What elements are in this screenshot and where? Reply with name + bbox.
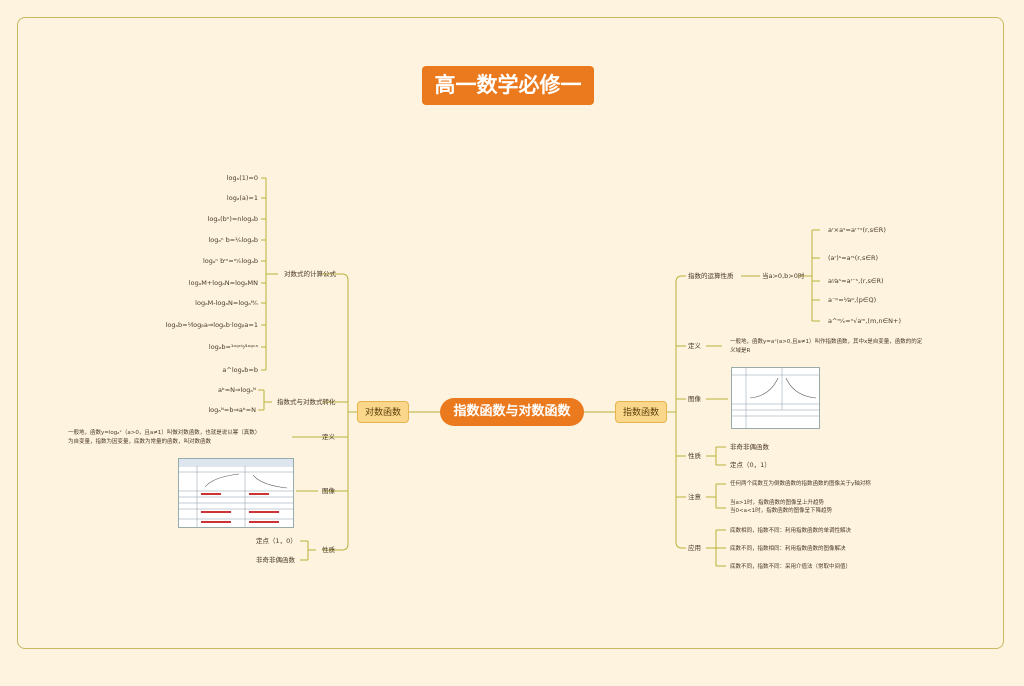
exp-app-3: 底数不同，指数不同：采用介值法（常取中间值） <box>730 564 852 570</box>
convert-2: logₐᴺ=b⇒aᵇ=N <box>208 406 256 414</box>
central-topic[interactable]: 指数函数与对数函数 <box>440 398 584 426</box>
formula-7: logₐM-logₐN=logₐᴹ⁄ₙ <box>195 299 258 307</box>
exp-app-2: 底数不同，指数相同：利用指数函数的图像解决 <box>730 546 846 552</box>
exp-rule-2: (aʳ)ˢ=aʳˢ(r,s∈R) <box>828 254 879 262</box>
branch-exp-function[interactable]: 指数函数 <box>615 401 667 423</box>
formula-8: logₐb=¹⁄logᵦa⇒logₐb·logᵦa=1 <box>165 321 258 329</box>
formula-1: logₐ(1)=0 <box>226 174 258 182</box>
log-def-line2: 为自变量，指数为因变量，底数为常量的函数，叫对数函数 <box>68 439 212 445</box>
exp-prop-1: 非奇非偶函数 <box>730 443 769 451</box>
exp-note-3: 当0<a<1时，指数函数的图像呈下降趋势 <box>730 508 833 514</box>
topic-exp-ops[interactable]: 指数的运算性质 <box>688 272 734 280</box>
canvas-frame <box>17 17 1004 649</box>
exp-def-line2: 义域是R <box>730 348 751 354</box>
convert-1: aᵇ=N⇒logₐᴺ <box>217 386 256 394</box>
topic-log-calc[interactable]: 对数式的计算公式 <box>284 270 336 278</box>
topic-exp-graph[interactable]: 图像 <box>688 395 701 403</box>
exp-note-1: 任何两个底数互为倒数函数的指数函数的图像关于y轴对称 <box>730 481 871 487</box>
topic-exp-app[interactable]: 应用 <box>688 544 701 552</box>
branch-log-function[interactable]: 对数函数 <box>357 401 409 423</box>
log-graph-table-image <box>178 458 294 528</box>
log-def-line1: 一般地，函数y=logₐˣ（a>0，且a≠1）叫做对数函数，也就是说以幂（真数） <box>68 430 261 436</box>
exp-prop-2: 定点（0，1） <box>730 461 771 469</box>
exp-graph-table-drawing <box>732 368 819 428</box>
topic-log-convert[interactable]: 指数式与对数式转化 <box>277 398 336 406</box>
formula-5: logₐⁿ bᵐ=ᵐ⁄ₙlogₐb <box>202 257 258 265</box>
exp-graph-table-image <box>731 367 820 429</box>
exp-app-1: 底数相同，指数不同：利用指数函数的单调性解决 <box>730 528 852 534</box>
topic-log-graph[interactable]: 图像 <box>322 487 335 495</box>
topic-exp-prop[interactable]: 性质 <box>688 452 701 460</box>
formula-4: logₐⁿ b=¹⁄ₙlogₐb <box>208 236 258 244</box>
topic-exp-note[interactable]: 注意 <box>688 493 701 501</box>
exp-def-line1: 一般地，函数y=aˣ(a>0,且a≠1）叫作指数函数，其中x是自变量，函数的的定 <box>730 339 923 345</box>
formula-3: logₐ(bⁿ)=nlogₐb <box>207 215 258 223</box>
formula-2: logₐ(a)=1 <box>226 194 258 202</box>
exp-ops-condition: 当a>0,b>0时 <box>762 272 805 280</box>
topic-log-prop[interactable]: 性质 <box>322 546 335 554</box>
exp-rule-5: a^ᵐ⁄ₙ=ⁿ√aᵐ,(m,n∈N+) <box>828 317 901 325</box>
topic-log-def[interactable]: 定义 <box>322 433 335 441</box>
exp-rule-4: a⁻ᵖ=¹⁄aᵖ,(p∈Q) <box>828 296 877 304</box>
topic-exp-def[interactable]: 定义 <box>688 342 701 350</box>
log-prop-2: 非奇非偶函数 <box>256 556 295 564</box>
log-graph-table-drawing <box>179 459 293 527</box>
exp-rule-1: aʳ×aˢ=aʳ⁺ˢ(r,s∈R) <box>828 226 886 234</box>
exp-note-2: 当a>1时，指数函数的图像呈上升趋势 <box>730 500 824 506</box>
formula-6: logₐM+logₐN=logₐMN <box>188 279 258 287</box>
log-prop-1: 定点（1，0） <box>256 537 297 545</box>
map-title: 高一数学必修一 <box>422 66 594 105</box>
formula-10: a^logₐb=b <box>222 366 258 374</box>
exp-rule-3: aʳ⁄aˢ=aʳ⁻ˢ,(r,s∈R) <box>828 277 884 285</box>
formula-9: logₐb=¹ᵒᵍᶜᵇ⁄¹ᵒᵍᶜᵃ <box>208 343 258 351</box>
